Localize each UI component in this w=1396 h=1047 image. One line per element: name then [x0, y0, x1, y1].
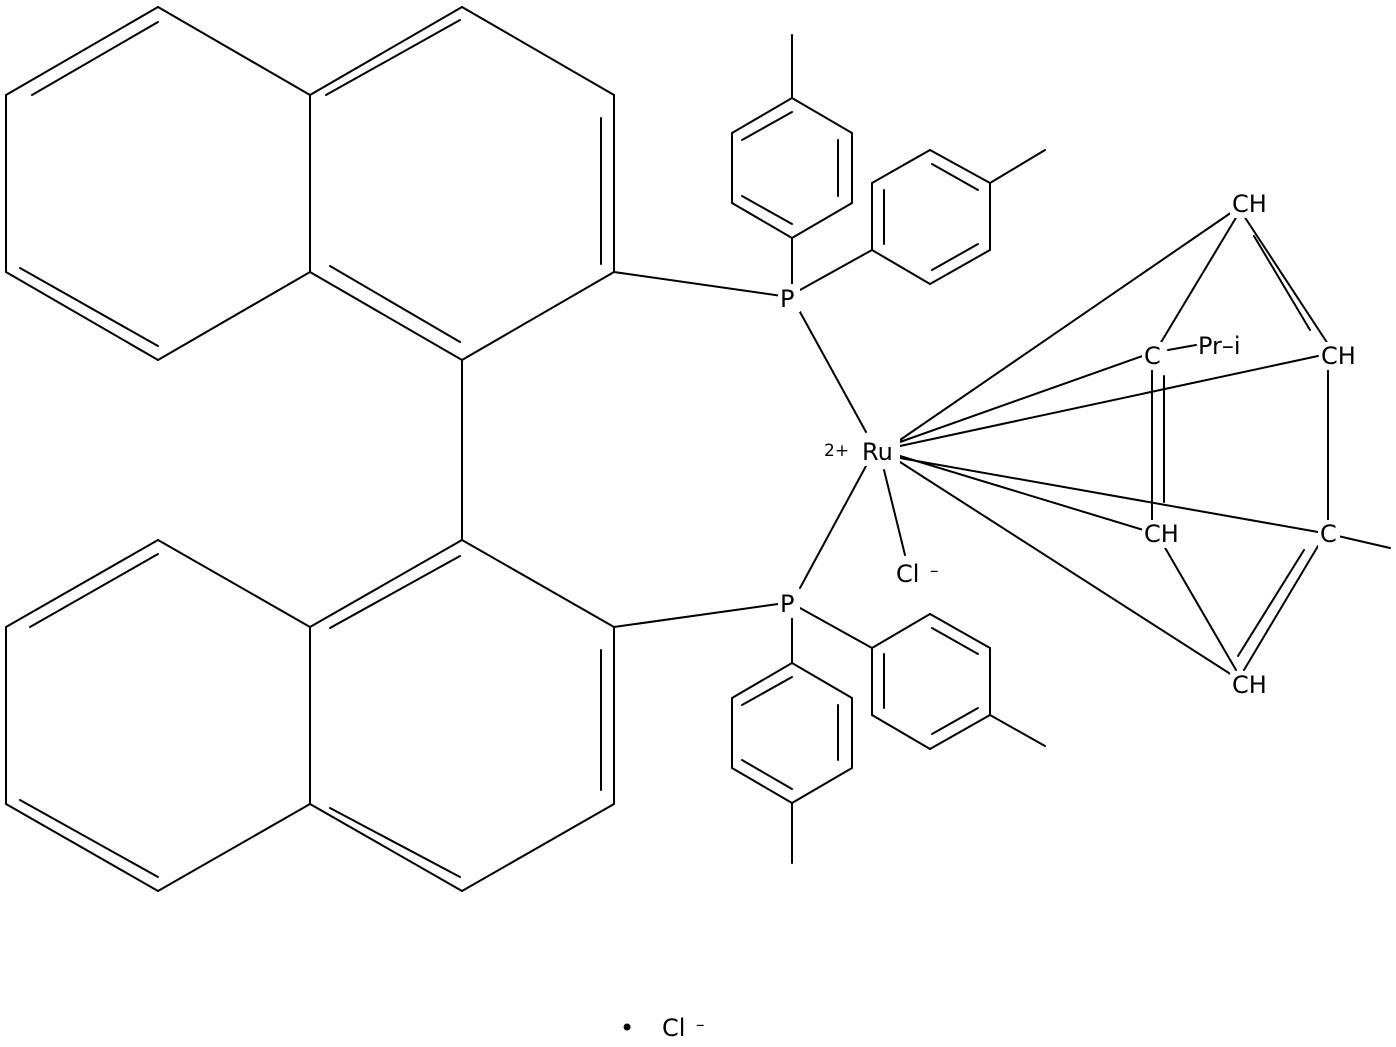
tolyl-bottom-right	[799, 607, 1046, 750]
tolyl-top-left	[731, 34, 853, 287]
atom-labels: P P Ru 2+ Cl – CH C Pr–i CH CH C CH	[778, 190, 1360, 700]
counterion: • Cl –	[620, 1014, 705, 1042]
ipr-label: Pr–i	[1198, 332, 1241, 360]
atom-ch-right-upper: CH	[1321, 342, 1356, 370]
cymene-ring	[1151, 215, 1391, 671]
lower-naphthalene	[5, 539, 615, 892]
bond-naph-p-top	[613, 271, 783, 297]
tolyl-top-right	[799, 149, 1046, 291]
upper-naphthalene	[5, 6, 615, 361]
counterion-charge: –	[696, 1015, 705, 1035]
cl-bound-charge: –	[930, 561, 939, 581]
atom-ch-top: CH	[1232, 190, 1267, 218]
counterion-dot: •	[620, 1014, 634, 1042]
ru-coordination-bonds	[799, 211, 1319, 676]
atom-ru: Ru	[862, 438, 893, 466]
atom-p-bottom: P	[780, 590, 794, 618]
counterion-cl: Cl	[662, 1014, 685, 1042]
atom-ch-bottom: CH	[1232, 671, 1267, 699]
ru-charge: 2+	[824, 441, 849, 461]
atom-cl-bound: Cl	[896, 560, 919, 588]
atom-c-ipr: C	[1144, 342, 1161, 370]
tolyl-bottom-left	[731, 613, 853, 864]
atom-c-methyl: C	[1320, 520, 1337, 548]
atom-ch-mid: CH	[1144, 520, 1179, 548]
atom-p-top: P	[780, 285, 794, 313]
bond-naph-p-bottom	[613, 603, 779, 628]
